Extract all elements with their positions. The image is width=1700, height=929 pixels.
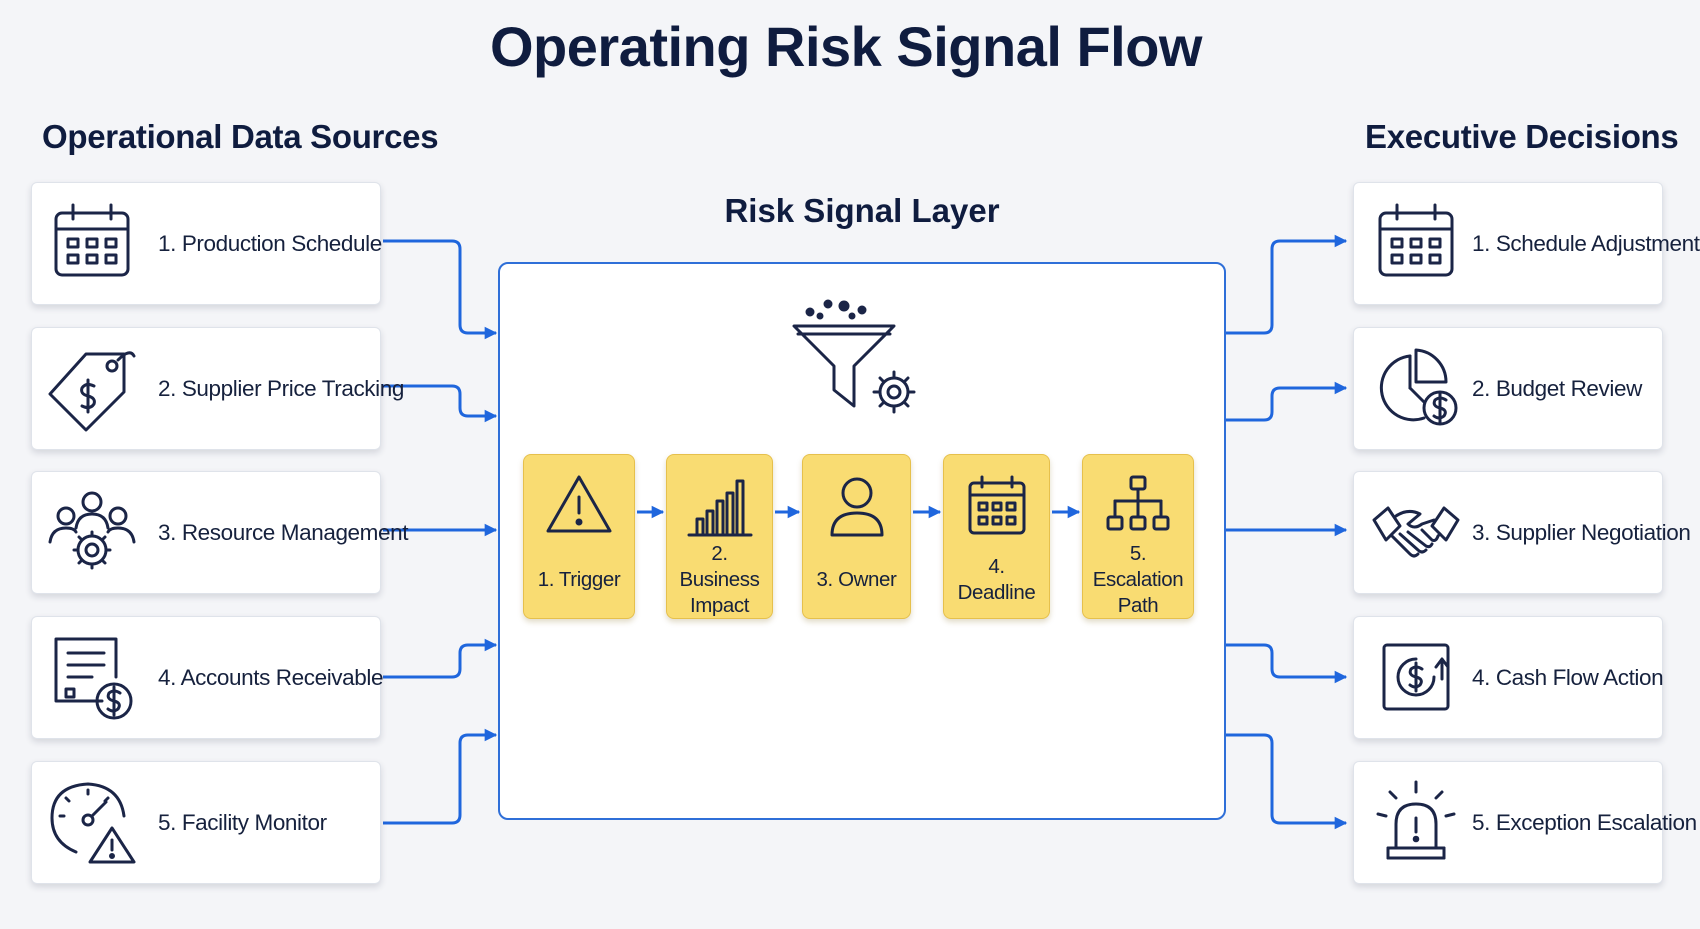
step-label: 5. Escalation Path (1092, 542, 1184, 617)
connector-decision-4 (1226, 643, 1348, 684)
decisions-heading: Executive Decisions (1365, 118, 1679, 155)
calendar-icon (46, 197, 138, 289)
step-deadline[interactable]: 4. Deadline (943, 454, 1050, 619)
funnel-gear-icon (790, 294, 920, 420)
decision-card-exception-escalation[interactable]: 5. Exception Escalation (1353, 761, 1697, 884)
calendar-icon (1370, 197, 1462, 289)
connector-source-1 (383, 239, 498, 340)
org-chart-icon (1103, 471, 1173, 541)
calendar-icon (962, 471, 1032, 541)
source-label: 4. Accounts Receivable (158, 664, 384, 690)
decision-label: 5. Exception Escalation (1472, 809, 1697, 835)
cash-flow-icon (1370, 631, 1462, 723)
step-business-impact[interactable]: 2. Business Impact (666, 454, 773, 619)
bar-chart-icon (685, 471, 755, 541)
decision-card-cash-flow-action[interactable]: 4. Cash Flow Action (1353, 616, 1664, 739)
step-label: 4. Deadline (957, 555, 1036, 604)
decision-card-budget-review[interactable]: 2. Budget Review (1353, 327, 1663, 450)
source-card-supplier-price-tracking[interactable]: 2. Supplier Price Tracking (31, 327, 404, 450)
connector-source-4 (383, 638, 498, 679)
source-card-resource-management[interactable]: 3. Resource Management (31, 471, 409, 594)
source-label: 1. Production Schedule (158, 230, 382, 256)
connector-decision-5 (1226, 733, 1348, 830)
connector-decision-2 (1226, 381, 1348, 422)
decision-label: 4. Cash Flow Action (1472, 664, 1664, 690)
source-label: 5. Facility Monitor (158, 809, 327, 835)
warning-icon (544, 471, 614, 541)
step-label: 3. Owner (816, 568, 897, 591)
connector-decision-1 (1226, 234, 1348, 335)
connector-source-5 (383, 728, 498, 825)
source-label: 3. Resource Management (158, 519, 409, 545)
sources-heading: Operational Data Sources (42, 118, 439, 155)
decision-card-schedule-adjustment[interactable]: 1. Schedule Adjustment (1353, 182, 1700, 305)
layer-heading: Risk Signal Layer (724, 192, 1000, 229)
step-escalation-path[interactable]: 5. Escalation Path (1082, 454, 1194, 619)
decision-label: 2. Budget Review (1472, 375, 1642, 401)
person-icon (822, 471, 892, 541)
pie-dollar-icon (1370, 342, 1462, 434)
step-label: 1. Trigger (537, 568, 621, 591)
step-owner[interactable]: 3. Owner (802, 454, 911, 619)
handshake-icon (1370, 486, 1462, 578)
source-card-accounts-receivable[interactable]: 4. Accounts Receivable (31, 616, 384, 739)
price-tag-icon (46, 342, 138, 434)
team-gear-icon (46, 486, 138, 578)
source-card-facility-monitor[interactable]: 5. Facility Monitor (31, 761, 381, 884)
gauge-warning-icon (46, 776, 138, 868)
step-label: 2. Business Impact (679, 542, 760, 617)
source-card-production-schedule[interactable]: 1. Production Schedule (31, 182, 382, 305)
step-trigger[interactable]: 1. Trigger (523, 454, 635, 619)
decision-card-supplier-negotiation[interactable]: 3. Supplier Negotiation (1353, 471, 1691, 594)
diagram-title: Operating Risk Signal Flow (490, 15, 1203, 78)
decision-label: 3. Supplier Negotiation (1472, 519, 1691, 545)
invoice-dollar-icon (46, 631, 138, 723)
decision-label: 1. Schedule Adjustment (1472, 230, 1700, 256)
source-label: 2. Supplier Price Tracking (158, 375, 404, 401)
alarm-icon (1370, 776, 1462, 868)
